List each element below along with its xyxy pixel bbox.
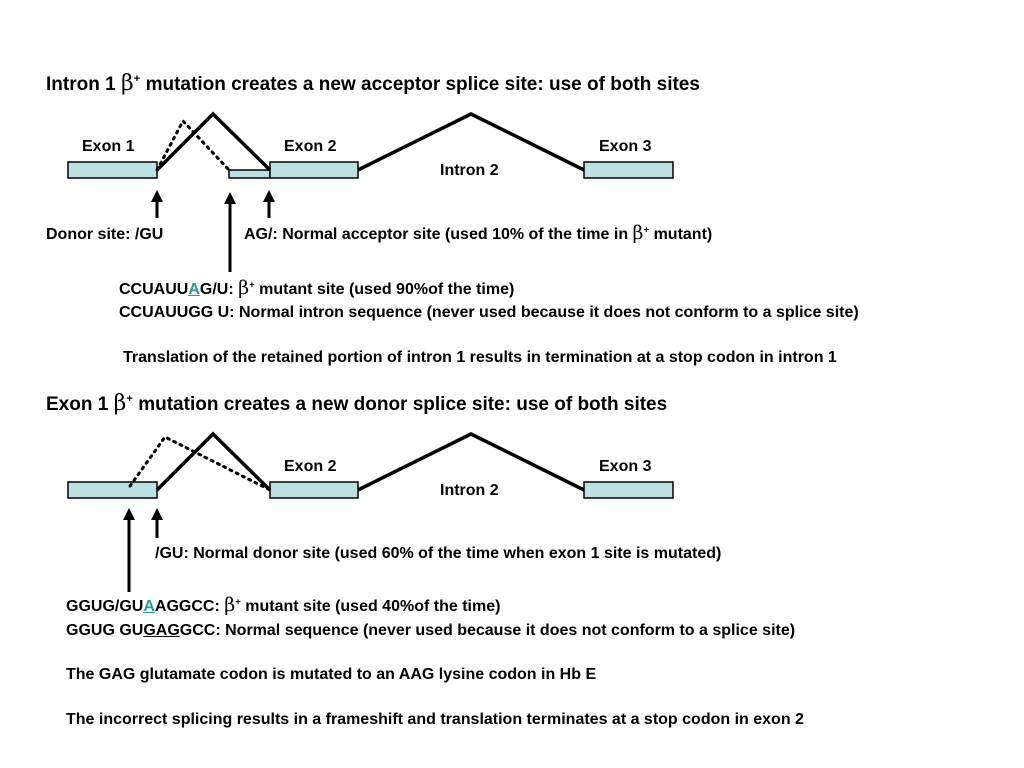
glutamate-codon: GAG <box>143 622 180 639</box>
section2-title: Exon 1 β+ mutation creates a new donor s… <box>46 391 668 416</box>
normal-intron-sequence-label: CCUAUUGG U: Normal intron sequence (neve… <box>119 304 859 321</box>
exon1-box <box>67 161 158 179</box>
retained-intron-segment <box>228 169 271 179</box>
exon2-box <box>269 481 359 499</box>
frameshift-note: The incorrect splicing results in a fram… <box>66 711 804 728</box>
donor-site-label: Donor site: /GU <box>46 226 164 243</box>
intron2-label: Intron 2 <box>440 482 499 499</box>
exon2-label: Exon 2 <box>284 458 337 475</box>
section1-title: Intron 1 β+ mutation creates a new accep… <box>46 71 700 96</box>
exon1-label: Exon 1 <box>82 138 135 155</box>
splice-line-intron2 <box>357 112 585 172</box>
exon1-box <box>67 481 158 499</box>
mutant-nucleotide: A <box>188 281 200 298</box>
exon2-label: Exon 2 <box>284 138 337 155</box>
exon3-label: Exon 3 <box>599 458 652 475</box>
mutant-nucleotide: A <box>143 598 155 615</box>
exon3-box <box>583 161 674 179</box>
translation-note: Translation of the retained portion of i… <box>123 349 837 366</box>
mutant-donor-label: GGUG/GUAAGGCC: β+ mutant site (used 40%o… <box>66 594 501 616</box>
normal-splice-line-intron1 <box>155 111 272 172</box>
section2-diagram <box>67 431 674 592</box>
exon3-label: Exon 3 <box>599 138 652 155</box>
mutant-splice-line-intron1 <box>128 435 272 492</box>
normal-splice-line-intron1 <box>155 431 272 492</box>
section1-diagram <box>67 111 674 272</box>
splice-line-intron2 <box>357 432 585 492</box>
mutant-splice-line-intron1 <box>155 118 231 172</box>
normal-donor-label: /GU: Normal donor site (used 60% of the … <box>155 545 722 562</box>
mutant-acceptor-label: CCUAUUAG/U: β+ mutant site (used 90%of t… <box>119 277 515 299</box>
normal-exon-sequence-label: GGUG GUGAGGCC: Normal sequence (never us… <box>66 622 796 639</box>
normal-acceptor-label: AG/: Normal acceptor site (used 10% of t… <box>244 222 713 244</box>
codon-note: The GAG glutamate codon is mutated to an… <box>66 666 597 683</box>
exon2-box <box>269 161 359 179</box>
exon3-box <box>583 481 674 499</box>
intron2-label: Intron 2 <box>440 162 499 179</box>
